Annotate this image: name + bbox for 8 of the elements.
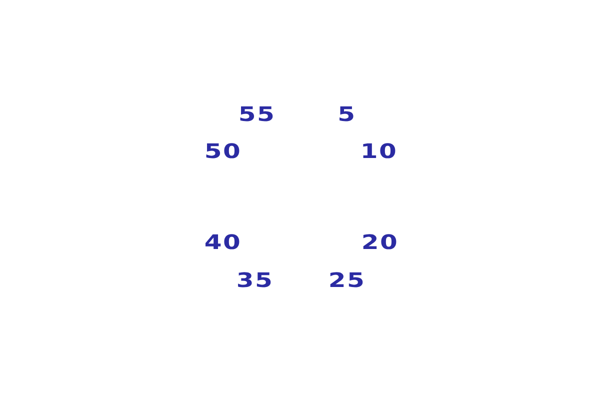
dial-number: 50 (204, 141, 242, 161)
dial-number: 55 (238, 104, 276, 124)
dial-number: 5 (338, 104, 356, 124)
dial-number: 10 (360, 141, 398, 161)
dial-number: 25 (328, 270, 366, 290)
dial-number: 35 (236, 270, 274, 290)
dial-number: 40 (204, 232, 242, 252)
dial-number: 20 (361, 232, 399, 252)
